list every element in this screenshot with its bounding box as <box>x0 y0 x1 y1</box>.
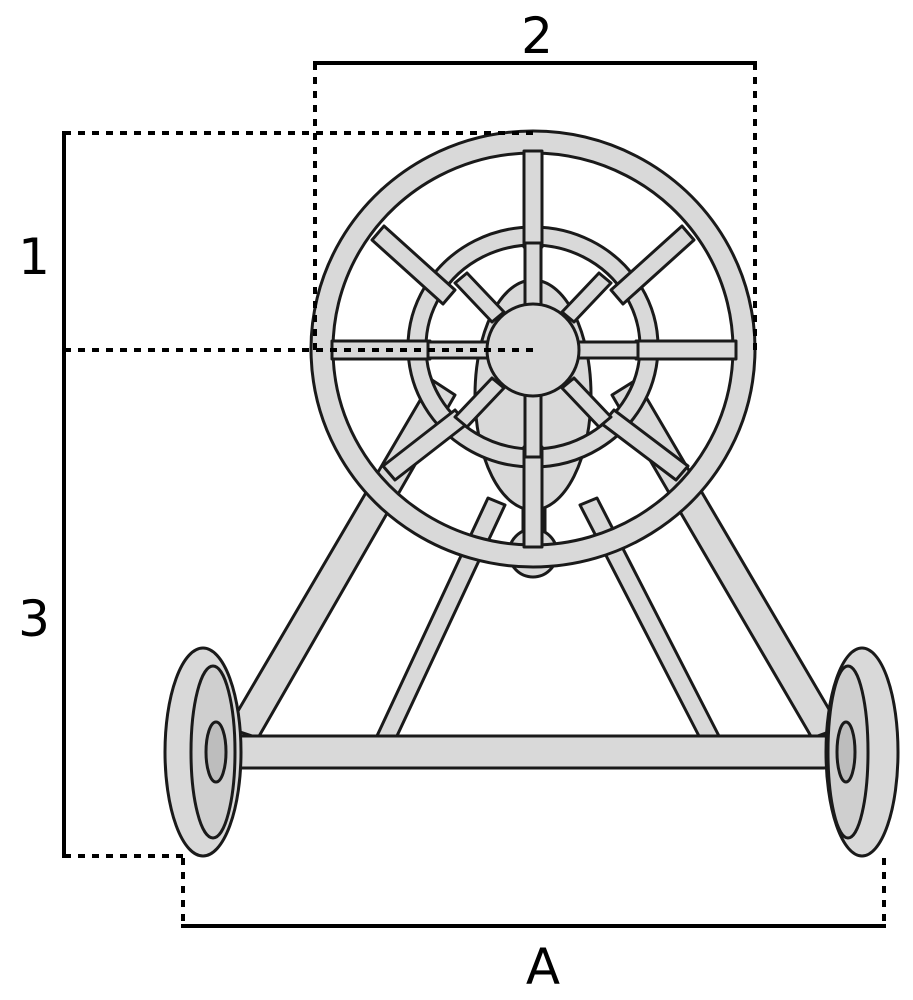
frame-base-bar <box>224 734 842 770</box>
dimension-label-1: 1 <box>18 228 50 286</box>
dimension-label-3: 3 <box>18 590 50 648</box>
right-wheel <box>824 646 900 858</box>
left-wheel <box>163 646 243 858</box>
dimension-lines <box>62 61 886 928</box>
dimension-label-a: A <box>526 938 560 996</box>
reel-outer-spokes <box>330 149 738 549</box>
dimension-label-2: 2 <box>521 7 553 65</box>
